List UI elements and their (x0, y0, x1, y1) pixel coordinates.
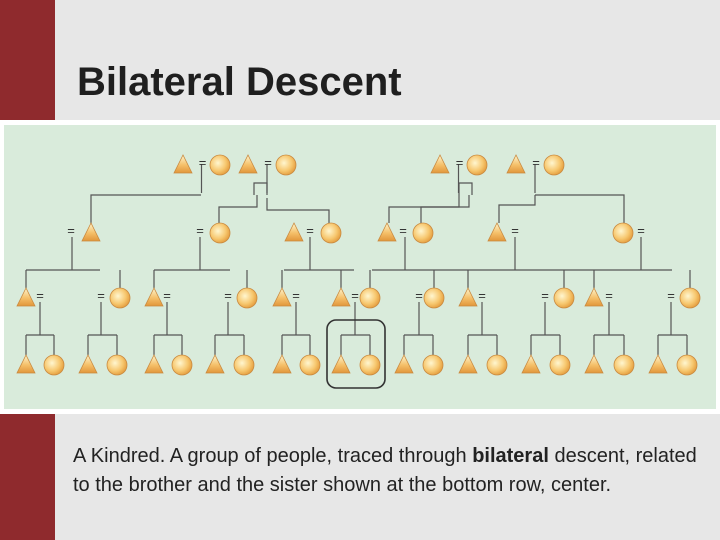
male-triangle (284, 222, 304, 242)
female-circle (359, 354, 381, 376)
female-circle (43, 354, 65, 376)
descent-line (266, 198, 330, 223)
male-triangle (584, 354, 604, 374)
descent-line (498, 195, 536, 223)
male-triangle (78, 354, 98, 374)
female-circle (209, 154, 231, 176)
female-circle (679, 287, 701, 309)
accent-bar-bottom (0, 414, 55, 540)
marriage-sign: = (97, 288, 105, 303)
marriage-sign: = (351, 288, 359, 303)
male-triangle (144, 354, 164, 374)
male-triangle (238, 154, 258, 174)
female-circle (553, 287, 575, 309)
female-circle (612, 222, 634, 244)
female-circle (236, 287, 258, 309)
male-triangle (16, 354, 36, 374)
female-circle (233, 354, 255, 376)
descent-line (535, 194, 625, 223)
kinship-diagram: = = = = = = = = = = = = = = = = = = = = = (4, 125, 716, 409)
male-triangle (331, 287, 351, 307)
male-triangle (16, 287, 36, 307)
male-triangle (144, 287, 164, 307)
marriage-sign: = (532, 155, 540, 170)
marriage-sign: = (292, 288, 300, 303)
female-circle (486, 354, 508, 376)
marriage-sign: = (196, 223, 204, 238)
marriage-sign: = (605, 288, 613, 303)
descent-line (388, 195, 460, 223)
marriage-sign: = (36, 288, 44, 303)
caption-bold-term: bilateral (472, 445, 549, 467)
male-triangle (521, 354, 541, 374)
male-triangle (377, 222, 397, 242)
male-triangle (458, 287, 478, 307)
female-circle (106, 354, 128, 376)
male-triangle (272, 354, 292, 374)
female-circle (543, 154, 565, 176)
male-triangle (81, 222, 101, 242)
marriage-sign: = (67, 223, 75, 238)
ego-highlight-box (326, 319, 386, 389)
female-circle (412, 222, 434, 244)
female-circle (423, 287, 445, 309)
female-circle (466, 154, 488, 176)
marriage-sign: = (415, 288, 423, 303)
male-triangle (430, 154, 450, 174)
caption: A Kindred. A group of people, traced thr… (73, 442, 703, 500)
male-triangle (173, 154, 193, 174)
male-triangle (331, 354, 351, 374)
caption-text-end: descent, related to the brother and the … (73, 445, 697, 496)
kindred-chart: = = = = = = = = = = = = = = = = = = = = = (16, 154, 701, 389)
marriage-sign: = (511, 223, 519, 238)
marriage-sign: = (163, 288, 171, 303)
female-circle (422, 354, 444, 376)
descent-line (420, 195, 470, 223)
female-circle (613, 354, 635, 376)
female-circle (171, 354, 193, 376)
slide-title: Bilateral Descent (77, 60, 402, 104)
descent-line (218, 195, 258, 223)
accent-bar-top (0, 0, 55, 120)
female-circle (549, 354, 571, 376)
female-circle (275, 154, 297, 176)
descent-line (253, 182, 268, 195)
male-triangle (272, 287, 292, 307)
marriage-sign: = (478, 288, 486, 303)
female-circle (209, 222, 231, 244)
male-triangle (487, 222, 507, 242)
marriage-sign: = (667, 288, 675, 303)
female-circle (299, 354, 321, 376)
caption-text: A Kindred. A group of people, traced thr… (73, 445, 473, 467)
marriage-sign: = (637, 223, 645, 238)
marriage-sign: = (399, 223, 407, 238)
male-triangle (394, 354, 414, 374)
male-triangle (584, 287, 604, 307)
female-circle (320, 222, 342, 244)
male-triangle (205, 354, 225, 374)
marriage-sign: = (306, 223, 314, 238)
marriage-sign: = (456, 155, 464, 170)
male-triangle (648, 354, 668, 374)
female-circle (359, 287, 381, 309)
marriage-sign: = (224, 288, 232, 303)
female-circle (109, 287, 131, 309)
marriage-sign: = (264, 155, 272, 170)
marriage-sign: = (199, 155, 207, 170)
female-circle (676, 354, 698, 376)
descent-line (458, 182, 473, 195)
marriage-sign: = (541, 288, 549, 303)
male-triangle (458, 354, 478, 374)
descent-line (90, 194, 201, 233)
male-triangle (506, 154, 526, 174)
